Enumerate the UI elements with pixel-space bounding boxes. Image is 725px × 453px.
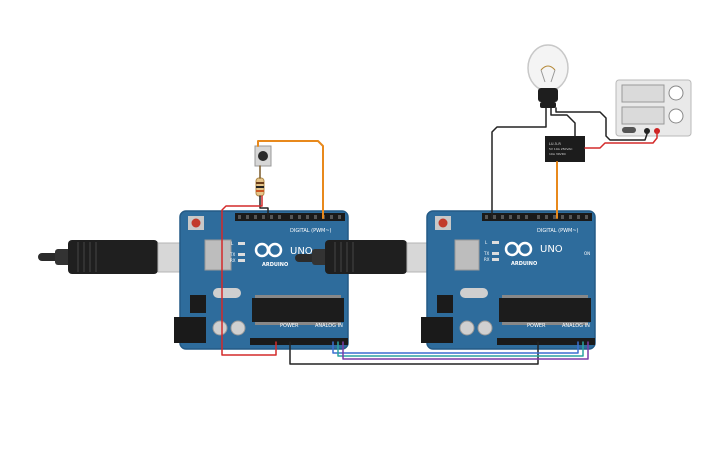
digital-label: DIGITAL (PWM~) — [537, 228, 579, 234]
wire-analog-teal — [337, 341, 584, 357]
push-button[interactable] — [254, 145, 272, 167]
wire-bulb-to-supply — [555, 107, 648, 141]
analog-header[interactable] — [306, 338, 348, 345]
svg-text:10A 30VDC: 10A 30VDC — [549, 152, 566, 156]
arduino-board-right[interactable]: DIGITAL (PWM~) ARDUINO UNO L TX RX ON PO — [421, 210, 596, 350]
analog-header[interactable] — [553, 338, 595, 345]
microcontroller-chip — [252, 298, 344, 322]
svg-text:RX: RX — [230, 258, 236, 263]
svg-text:TX: TX — [483, 251, 489, 256]
power-supply[interactable] — [615, 79, 692, 137]
arduino-board-left[interactable]: DIGITAL (PWM~) ARDUINO UNO L TX RX — [174, 210, 349, 350]
svg-text:LU-5-R: LU-5-R — [549, 142, 561, 146]
svg-text:L: L — [231, 241, 234, 246]
arduino-logo — [504, 241, 533, 257]
arduino-logo-text: ARDUINO — [262, 262, 288, 268]
wire-5v-red — [221, 195, 277, 356]
wire-analog-purple — [342, 341, 589, 360]
wire-bulb-to-relay — [550, 107, 576, 137]
resistor — [255, 177, 265, 197]
wire-relay-red — [584, 130, 658, 149]
power-jack — [421, 317, 453, 343]
wire-gnd-to-bulb — [491, 107, 547, 219]
power-jack — [174, 317, 206, 343]
wire-resistor-black — [259, 195, 269, 219]
status-leds: L TX RX ON — [483, 240, 590, 262]
svg-text:TX: TX — [229, 252, 235, 257]
svg-text:RX: RX — [484, 257, 490, 262]
arduino-logo-text: ARDUINO — [511, 261, 537, 267]
power-label: POWER — [280, 323, 299, 329]
relay-module[interactable]: LU-5-R 5V 10A 250VAC 10A 30VDC — [545, 136, 585, 162]
power-label: POWER — [527, 323, 546, 329]
svg-text:ON: ON — [584, 251, 590, 256]
status-leds: L TX RX — [229, 241, 245, 263]
power-header[interactable] — [250, 338, 306, 345]
light-bulb[interactable] — [527, 44, 569, 108]
digital-label: DIGITAL (PWM~) — [290, 228, 332, 234]
wire-analog-blue — [332, 341, 579, 354]
model-label: UNO — [540, 244, 563, 255]
power-header[interactable] — [497, 338, 553, 345]
microcontroller-chip — [499, 298, 591, 322]
svg-text:L: L — [485, 240, 488, 245]
arduino-logo — [254, 242, 283, 258]
model-label: UNO — [290, 246, 313, 257]
reset-button[interactable] — [191, 218, 201, 228]
reset-button[interactable] — [438, 218, 448, 228]
wire-button-to-pin — [257, 140, 324, 219]
svg-text:5V 10A 250VAC: 5V 10A 250VAC — [549, 147, 572, 151]
wires[interactable] — [221, 107, 658, 365]
analog-label: ANALOG IN — [315, 323, 343, 329]
analog-label: ANALOG IN — [562, 323, 590, 329]
